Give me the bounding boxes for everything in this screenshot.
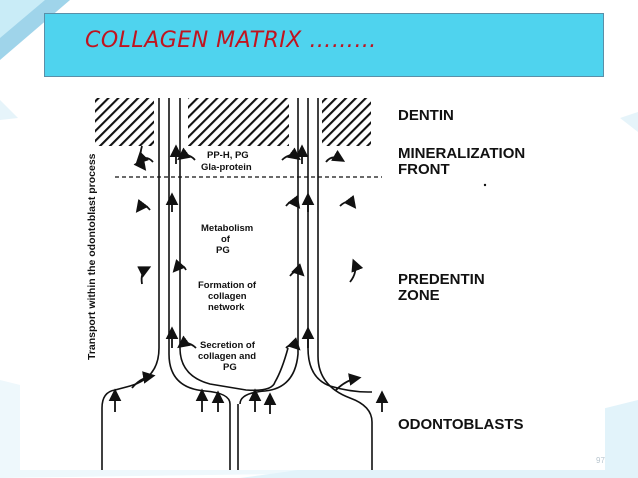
dentin-block xyxy=(95,98,154,146)
label-pph-pg: PP-H, PG xyxy=(207,150,249,161)
label-front: FRONT xyxy=(398,161,450,178)
dentin-block xyxy=(188,98,289,146)
label-collagen-and: collagen and xyxy=(198,351,256,362)
label-pg-secreted: PG xyxy=(223,362,237,373)
label-mineralization: MINERALIZATION xyxy=(398,145,525,162)
dentin-block xyxy=(322,98,371,146)
odontoblast-diagram: PP-H, PG Gla-protein Metabolism of PG Fo… xyxy=(20,86,605,470)
slide-title: COLLAGEN MATRIX ……… xyxy=(85,28,377,53)
transport-arrows xyxy=(108,144,389,414)
decorative-sliver xyxy=(620,112,638,132)
label-pg: PG xyxy=(216,245,230,256)
decorative-sliver xyxy=(0,100,18,120)
label-odontoblasts: ODONTOBLASTS xyxy=(398,416,524,433)
label-gla-protein: Gla-protein xyxy=(201,162,252,173)
label-secretion-of: Secretion of xyxy=(200,340,256,351)
side-label-transport: Transport within the odontoblast process xyxy=(86,153,98,360)
label-metabolism: Metabolism xyxy=(201,223,253,234)
corner-swoosh-shape xyxy=(0,0,45,38)
label-of: of xyxy=(221,234,231,245)
label-predentin: PREDENTIN xyxy=(398,271,485,288)
page-number: 97 xyxy=(596,456,605,465)
title-box: COLLAGEN MATRIX ……… xyxy=(44,13,604,77)
label-zone: ZONE xyxy=(398,287,440,304)
stray-dot xyxy=(483,183,487,187)
label-dentin: DENTIN xyxy=(398,107,454,124)
label-formation-of: Formation of xyxy=(198,280,257,291)
label-network: network xyxy=(208,302,245,313)
label-collagen: collagen xyxy=(208,291,247,302)
